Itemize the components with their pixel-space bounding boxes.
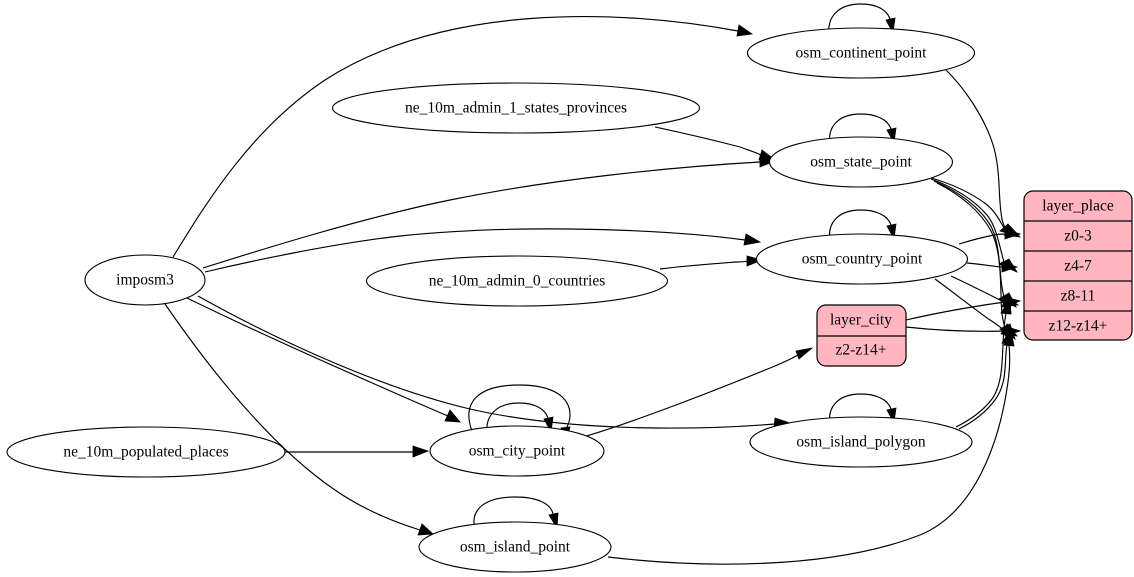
edge-imposm3-to-osm_country_point — [204, 228, 762, 273]
edge-osm_city_point-to-layer_city-z2-14 — [582, 347, 814, 438]
edge-osm_island_point-to-layer_place-z12-14 — [607, 329, 1015, 565]
edge-ne_10m_admin_1_states_provinces-to-osm_state_point — [654, 126, 777, 161]
node-osm_island_polygon[interactable]: osm_island_polygon — [749, 416, 973, 468]
edge-ne_10m_populated_places-to-osm_city_point — [285, 445, 430, 458]
edge-osm_country_point-to-layer_place-z4-7 — [966, 261, 1019, 273]
node-ne_10m_admin_1_states_provinces[interactable]: ne_10m_admin_1_states_provinces — [331, 82, 701, 134]
node-osm_state_point[interactable]: osm_state_point — [768, 136, 954, 188]
edge-imposm3-to-osm_island_point — [164, 303, 434, 536]
edge-ne_10m_admin_0_countries-to-osm_country_point — [659, 255, 764, 270]
edge-osm_island_polygon-to-layer_place-z8-11 — [955, 297, 1012, 428]
node-layer: imposm3 ne_10m_admin_1_states_provinces … — [6, 27, 976, 573]
node-osm_city_point[interactable]: osm_city_point — [429, 425, 605, 477]
record-layer_place[interactable]: layer_place z0-3 z4-7 z8-11 z12-z14+ — [1023, 190, 1133, 341]
record-layer_city[interactable]: layer_city z2-z14+ — [816, 304, 907, 367]
edge-imposm3-to-osm_island_polygon — [197, 295, 792, 430]
node-ne_10m_admin_0_countries[interactable]: ne_10m_admin_0_countries — [365, 255, 669, 307]
node-imposm3[interactable]: imposm3 — [84, 254, 206, 306]
node-osm_continent_point[interactable]: osm_continent_point — [746, 27, 976, 79]
node-osm_island_point[interactable]: osm_island_point — [418, 521, 612, 573]
node-osm_country_point[interactable]: osm_country_point — [755, 233, 969, 285]
edge-imposm3-to-osm_continent_point — [172, 15, 754, 258]
node-ne_10m_populated_places[interactable]: ne_10m_populated_places — [6, 426, 286, 478]
edge-osm_country_point-to-layer_place-z0-3 — [958, 228, 1022, 245]
edge-osm_island_polygon-to-layer_place-z12-14 — [958, 327, 1013, 430]
edge-layer — [164, 3, 1022, 565]
edge-imposm3-to-osm_city_point — [186, 297, 461, 423]
edge-osm_continent_point-to-layer_place-z0-3 — [943, 67, 1022, 238]
edge-imposm3-to-osm_state_point — [202, 155, 777, 269]
